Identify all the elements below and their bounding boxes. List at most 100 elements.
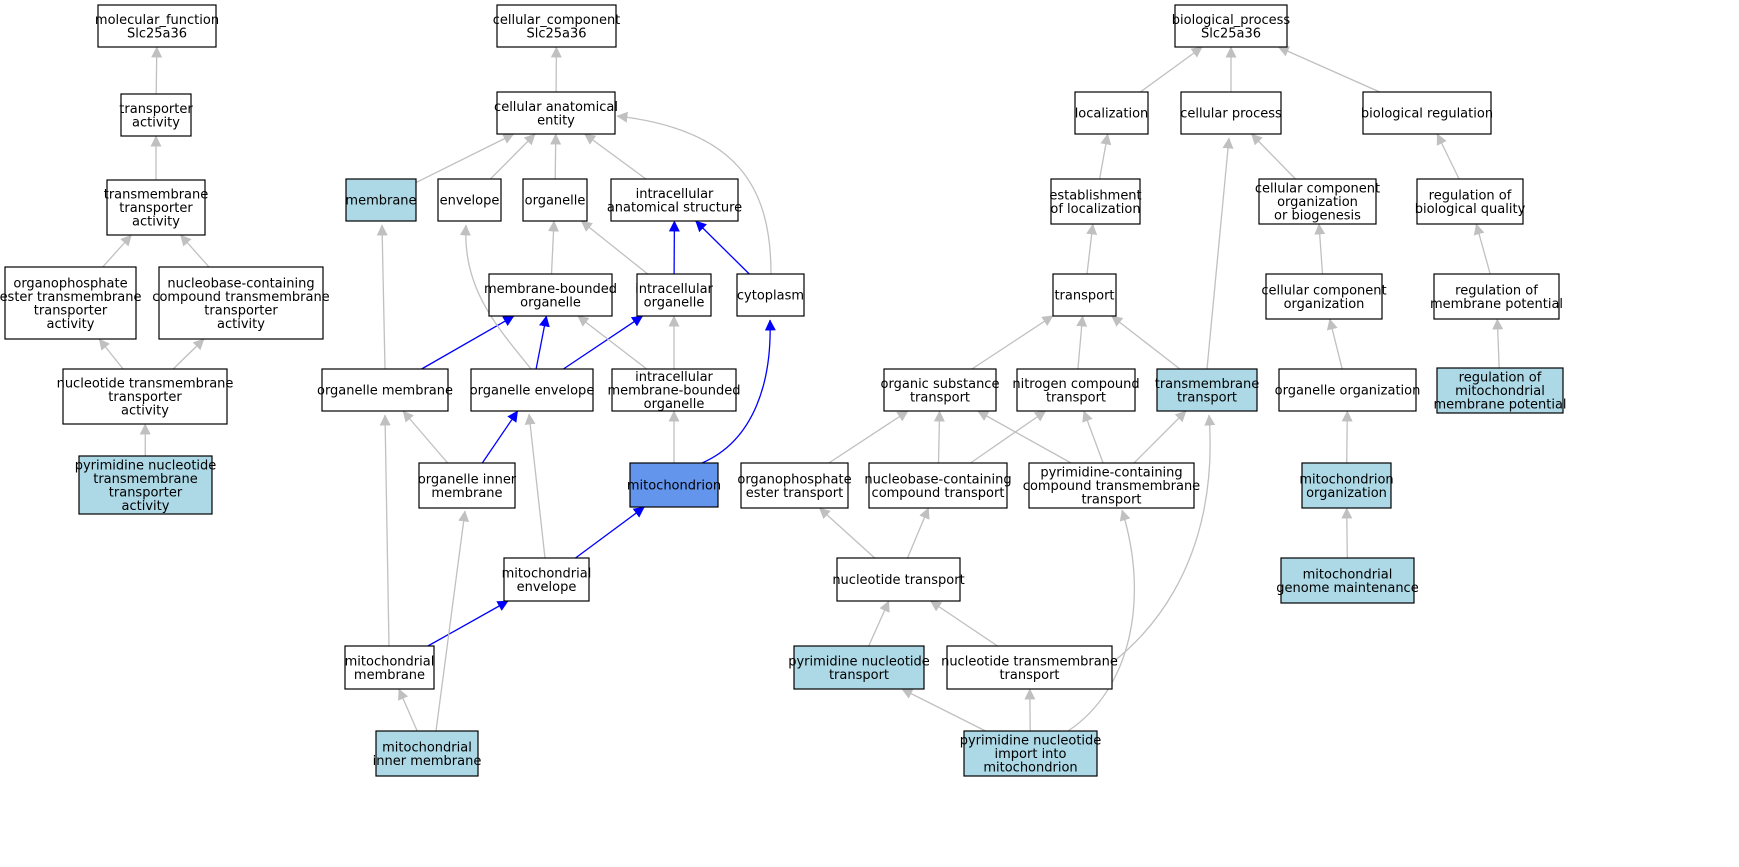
edge-regulation-bio-quality-to-biological-regulation bbox=[1436, 133, 1460, 180]
node-label-line: entity bbox=[537, 113, 575, 128]
node-box bbox=[610, 178, 739, 222]
edge-pyrimidine-compound-tm-transport-to-transmembrane-transport bbox=[1133, 410, 1187, 464]
node-label-line: pyrimidine nucleotide bbox=[960, 734, 1102, 749]
node-label-line: pyrimidine-containing bbox=[1040, 466, 1182, 481]
node-label-line: transport bbox=[1177, 390, 1237, 405]
node-biological-regulation[interactable]: biological regulation bbox=[1361, 91, 1493, 135]
node-label-line: pyrimidine nucleotide bbox=[75, 458, 217, 473]
edge-intracellular-organelle-to-organelle bbox=[580, 220, 649, 275]
node-mitochondrion[interactable]: mitochondrion bbox=[627, 462, 721, 508]
node-label-line: transport bbox=[1054, 289, 1114, 304]
edge-organelle-to-cellular-anatomical-entity bbox=[550, 133, 562, 180]
edge-mitochondrial-membrane-to-organelle-membrane bbox=[379, 414, 391, 647]
edge-organelle-inner-membrane-to-organelle-membrane bbox=[402, 410, 449, 464]
node-label-line: mitochondrial bbox=[1455, 384, 1545, 399]
node-label-line: transporter bbox=[204, 303, 278, 318]
node-box bbox=[4, 266, 137, 340]
edge-nucleobase-transport-to-organic-substance-transport bbox=[933, 410, 945, 464]
edge-transmembrane-transport-to-transport bbox=[1111, 315, 1181, 370]
node-label-line: mitochondrial bbox=[382, 740, 472, 755]
node-transport[interactable]: transport bbox=[1052, 273, 1117, 317]
node-organelle-membrane[interactable]: organelle membrane bbox=[317, 368, 453, 412]
node-box bbox=[503, 557, 590, 602]
node-nucleotide-transport[interactable]: nucleotide transport bbox=[832, 557, 965, 602]
node-nucleotide-tm-activity[interactable]: nucleotide transmembranetransporteractiv… bbox=[57, 368, 234, 425]
node-organelle-envelope[interactable]: organelle envelope bbox=[470, 368, 595, 412]
node-label-line: transport bbox=[829, 668, 889, 683]
edge-mito-genome-maintenance-to-mitochondrion-organization bbox=[1341, 507, 1353, 559]
node-box bbox=[1074, 91, 1149, 135]
node-label-line: nucleotide transmembrane bbox=[941, 654, 1118, 669]
node-membrane[interactable]: membrane bbox=[345, 178, 417, 222]
node-label-line: compound transmembrane bbox=[152, 290, 329, 305]
node-localization[interactable]: localization bbox=[1074, 91, 1149, 135]
node-box bbox=[1156, 368, 1258, 412]
node-box bbox=[418, 462, 516, 509]
node-label-line: transporter bbox=[109, 485, 183, 500]
edge-nucleotide-transport-to-organophosphate-transport bbox=[818, 507, 876, 559]
edge-pyrimidine-compound-tm-transport-to-organic-substance-transport bbox=[977, 410, 1072, 464]
node-box bbox=[946, 645, 1113, 690]
node-box bbox=[740, 462, 849, 509]
node-label-line: activity bbox=[217, 317, 265, 332]
node-label-line: membrane bbox=[354, 668, 425, 683]
edge-organelle-envelope-to-intracellular-organelle bbox=[563, 315, 644, 370]
node-box bbox=[1301, 462, 1392, 509]
node-box bbox=[1016, 368, 1136, 412]
node-cytoplasm[interactable]: cytoplasm bbox=[736, 273, 805, 317]
node-box bbox=[636, 273, 712, 317]
node-box bbox=[1362, 91, 1492, 135]
node-label-line: organelle membrane bbox=[317, 384, 453, 399]
node-label-line: regulation of bbox=[1459, 371, 1542, 386]
node-box bbox=[437, 178, 502, 222]
node-box bbox=[120, 93, 192, 137]
edge-mitochondrial-inner-membrane-to-mitochondrial-membrane bbox=[398, 688, 418, 732]
node-label-line: transport bbox=[999, 668, 1059, 683]
node-label-line: Slc25a36 bbox=[526, 26, 586, 41]
node-box bbox=[97, 4, 217, 48]
node-cellular-process[interactable]: cellular process bbox=[1180, 91, 1282, 135]
node-organelle-organization[interactable]: organelle organization bbox=[1275, 368, 1421, 412]
node-label-line: organic substance bbox=[881, 377, 1000, 392]
node-box bbox=[375, 730, 479, 777]
node-box bbox=[470, 368, 594, 412]
node-envelope[interactable]: envelope bbox=[437, 178, 502, 222]
edge-intracellular-structure-to-cellular-anatomical-entity bbox=[584, 133, 647, 180]
node-organelle[interactable]: organelle bbox=[522, 178, 588, 222]
node-label-line: cellular anatomical bbox=[494, 100, 618, 115]
node-pyrimidine-tm-activity[interactable]: pyrimidine nucleotidetransmembranetransp… bbox=[75, 455, 217, 515]
